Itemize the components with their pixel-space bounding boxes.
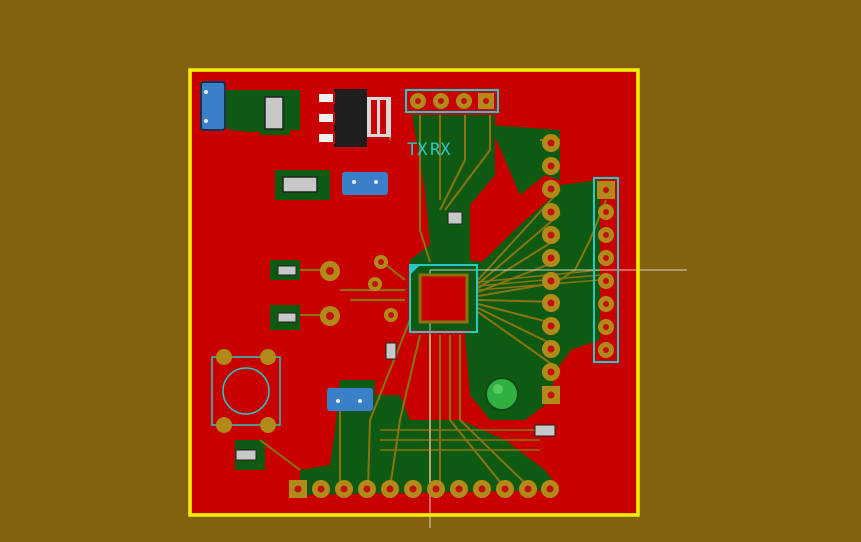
pad-hole xyxy=(547,299,555,307)
tab-stripe xyxy=(371,100,377,134)
jumper-pin xyxy=(358,399,362,403)
jumper-pin xyxy=(374,180,378,184)
pad[interactable] xyxy=(260,349,276,365)
button-actuator xyxy=(222,367,270,415)
led-component-icon[interactable] xyxy=(485,377,519,411)
pad-hole xyxy=(372,281,378,287)
rx-label: RX xyxy=(430,140,451,160)
jumper-middle[interactable] xyxy=(342,172,388,195)
jumper-pin xyxy=(336,399,340,403)
pad-hole xyxy=(438,98,444,104)
voltage-regulator[interactable] xyxy=(317,89,391,147)
jumper-pin xyxy=(204,119,208,123)
ic-outline xyxy=(409,264,478,333)
pad[interactable] xyxy=(317,132,335,144)
pad-hole xyxy=(326,267,334,275)
pad-hole xyxy=(547,277,555,285)
resistor[interactable] xyxy=(277,312,297,323)
header-j1-outline xyxy=(405,89,499,113)
pad-hole xyxy=(603,324,609,330)
capacitor-small[interactable] xyxy=(385,342,397,360)
pad-hole xyxy=(415,98,421,104)
pad-hole xyxy=(386,485,394,493)
capacitor[interactable] xyxy=(282,176,318,193)
pad[interactable] xyxy=(317,112,335,124)
pad-hole xyxy=(378,259,384,265)
pad-hole xyxy=(603,301,609,307)
jumper-bottom[interactable] xyxy=(327,388,373,411)
pad-hole xyxy=(603,232,609,238)
jumper-pin xyxy=(204,90,208,94)
tab-stripe xyxy=(380,100,386,134)
pin1-marker xyxy=(410,265,420,275)
pad-hole xyxy=(603,255,609,261)
pad-hole xyxy=(340,485,348,493)
pad-hole xyxy=(547,139,555,147)
jumper-body xyxy=(327,388,373,411)
crystal-pads[interactable] xyxy=(320,255,398,326)
resistor[interactable] xyxy=(534,424,556,437)
pad-hole xyxy=(294,485,302,493)
push-button[interactable] xyxy=(211,349,281,433)
pad-hole xyxy=(603,209,609,215)
capacitor[interactable] xyxy=(264,96,284,130)
pad-hole xyxy=(432,485,440,493)
resistor[interactable] xyxy=(277,265,297,276)
tx-label: TX xyxy=(407,140,428,160)
resistor[interactable] xyxy=(235,449,257,461)
regulator-body xyxy=(334,89,367,147)
jumper-top-left[interactable] xyxy=(200,81,226,131)
capacitor-small[interactable] xyxy=(447,211,463,225)
qfn-ic-footprint-icon[interactable] xyxy=(409,264,478,333)
header-j1[interactable] xyxy=(405,89,499,113)
pad-hole xyxy=(547,162,555,170)
pad-hole xyxy=(603,278,609,284)
pad-hole xyxy=(547,231,555,239)
pad-hole xyxy=(603,347,609,353)
pad-hole xyxy=(547,254,555,262)
pad-hole xyxy=(483,98,489,104)
pad-hole xyxy=(547,208,555,216)
pad[interactable] xyxy=(260,417,276,433)
pad-hole xyxy=(363,485,371,493)
pad-hole xyxy=(388,312,394,318)
pad-hole xyxy=(547,322,555,330)
pad-hole xyxy=(461,98,467,104)
pad-hole xyxy=(501,485,509,493)
smd-components[interactable] xyxy=(235,96,556,461)
pad-hole xyxy=(547,391,555,399)
pad-hole xyxy=(603,187,609,193)
board-outline xyxy=(188,68,640,517)
jumper-pin xyxy=(352,180,356,184)
pad-hole xyxy=(455,485,463,493)
pad-hole xyxy=(409,485,417,493)
pad-hole xyxy=(547,368,555,376)
jumper-body xyxy=(200,81,226,131)
led-highlight xyxy=(493,384,503,394)
pad[interactable] xyxy=(216,349,232,365)
button-outline xyxy=(211,356,281,426)
pad-hole xyxy=(524,485,532,493)
jumper-body xyxy=(342,172,388,195)
pad[interactable] xyxy=(317,92,335,104)
dense-trace-bundle xyxy=(380,269,601,451)
regulator-tab-pad[interactable] xyxy=(367,97,391,137)
header-j2[interactable] xyxy=(593,177,619,363)
ic-pads-ring xyxy=(418,273,469,324)
pad-hole xyxy=(478,485,486,493)
pad-hole xyxy=(546,485,554,493)
pad-hole xyxy=(547,185,555,193)
pad-hole xyxy=(326,312,334,320)
pad[interactable] xyxy=(216,417,232,433)
pin-row-bottom[interactable] xyxy=(289,480,559,498)
pad-hole xyxy=(317,485,325,493)
led-body xyxy=(485,377,519,411)
pad-hole xyxy=(547,345,555,353)
pin-column-inner[interactable] xyxy=(542,134,560,404)
header-j2-outline xyxy=(593,177,619,363)
